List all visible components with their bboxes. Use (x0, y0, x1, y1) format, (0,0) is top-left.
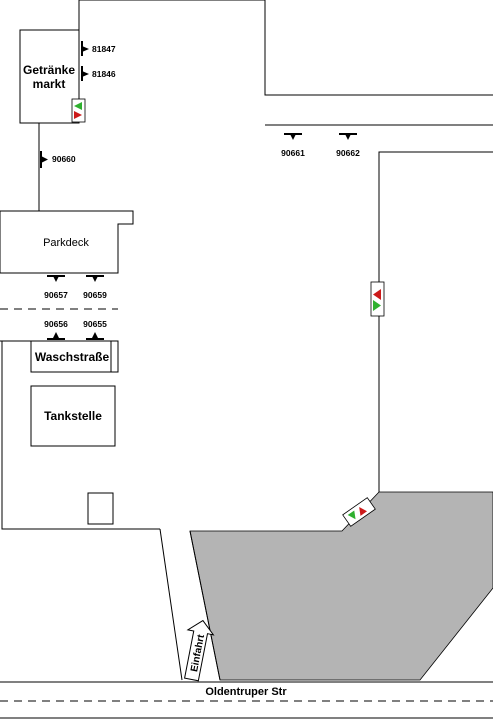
sensor-81847-label: 81847 (92, 44, 116, 54)
sensor-90655: 90655 (83, 319, 107, 340)
waschstrasse-building (30, 340, 112, 373)
kiosk-box (87, 492, 114, 525)
tankstelle-label: Tankstelle (44, 409, 102, 423)
sensor-90661: 90661 (281, 133, 305, 158)
getraenkemarkt-label-2: markt (33, 77, 66, 91)
sensor-90656: 90656 (44, 319, 68, 340)
sensor-90659-label: 90659 (83, 290, 107, 300)
sensor-81846: 81846 (81, 66, 116, 81)
street-name: Oldentruper Str (205, 686, 287, 698)
traffic-signal-getraenkemarkt (71, 98, 86, 123)
sensor-90656-label: 90656 (44, 319, 68, 329)
sensor-81846-label: 81846 (92, 69, 116, 79)
sensor-81847: 81847 (81, 41, 116, 56)
parkdeck-label: Parkdeck (43, 237, 89, 249)
sensor-90660: 90660 (40, 151, 76, 168)
sensor-90655-label: 90655 (83, 319, 107, 329)
getraenkemarkt-building (19, 29, 80, 124)
traffic-signal-right (370, 281, 385, 317)
parkdeck-building (0, 210, 134, 274)
parking-area (189, 491, 493, 681)
traffic-signal-parking (342, 497, 376, 527)
waschstrasse-label: Waschstraße (35, 350, 110, 364)
getraenkemarkt-label-1: Getränke (23, 63, 75, 77)
sensor-90661-label: 90661 (281, 148, 305, 158)
tankstelle-building (30, 385, 116, 447)
sensor-90662: 90662 (336, 133, 360, 158)
sensor-90659: 90659 (83, 275, 107, 300)
sensor-90662-label: 90662 (336, 148, 360, 158)
sensor-90657: 90657 (44, 275, 68, 300)
sensor-90660-label: 90660 (52, 154, 76, 164)
sensor-90657-label: 90657 (44, 290, 68, 300)
